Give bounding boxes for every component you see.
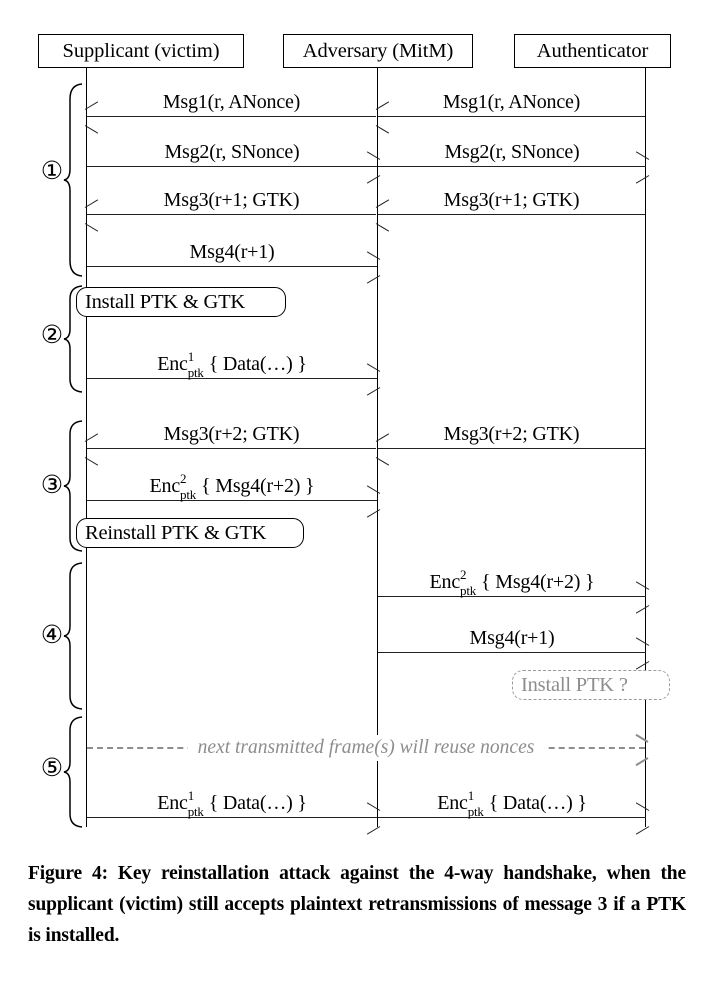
message-label: Msg3(r+1; GTK) [443, 189, 580, 211]
enc-base: Enc [437, 792, 468, 814]
enc-base: Enc [149, 475, 181, 497]
message-msg4r1-adversary-to-authenticator: Msg4(r+1) [378, 627, 646, 653]
figure-caption: Figure 4: Key reinstallation attack agai… [28, 863, 686, 946]
enc-body: { Data(…) } [208, 792, 307, 814]
message-label: Msg3(r+1; GTK) [163, 189, 300, 211]
message-msg1-adversary-to-supplicant: Msg1(r, ANonce) [87, 91, 376, 117]
step-number-3: ③ [40, 472, 64, 499]
step-number-4: ④ [40, 622, 64, 649]
note-install-ptk-question: Install PTK ? [512, 670, 670, 700]
message-label: Msg3(r+2; GTK) [443, 423, 580, 445]
enc-body: { Msg4(r+2) } [201, 475, 315, 497]
enc-body: { Data(…) } [208, 353, 307, 375]
enc-body: { Data(…) } [488, 792, 587, 814]
enc-superscript: 2 [460, 567, 467, 582]
actor-box-adversary: Adversary (MitM) [283, 34, 473, 68]
note-label: Install PTK ? [521, 674, 628, 696]
note-label: Install PTK & GTK [85, 291, 246, 313]
annotation-reuse-nonces: next transmitted frame(s) will reuse non… [87, 735, 645, 761]
note-reinstall-ptk-gtk: Reinstall PTK & GTK [76, 518, 304, 548]
note-label: Reinstall PTK & GTK [85, 522, 267, 544]
message-msg3r2-authenticator-to-adversary: Msg3(r+2; GTK) [378, 423, 645, 449]
step-brace-4 [63, 562, 83, 710]
step-brace-1 [63, 83, 83, 277]
message-msg1-authenticator-to-adversary: Msg1(r, ANonce) [378, 91, 645, 117]
message-msg2-adversary-to-authenticator: Msg2(r, SNonce) [378, 141, 646, 167]
message-label: Msg4(r+1) [469, 627, 555, 649]
enc-superscript: 1 [187, 349, 195, 364]
message-msg3-authenticator-to-adversary: Msg3(r+1; GTK) [378, 189, 645, 215]
enc-base: Enc [157, 353, 188, 375]
lifeline-supplicant [86, 68, 87, 827]
message-label: Msg1(r, ANonce) [442, 91, 581, 113]
message-msg2-supplicant-to-adversary: Msg2(r, SNonce) [87, 141, 377, 167]
actor-box-authenticator: Authenticator [514, 34, 671, 68]
annotation-label: next transmitted frame(s) will reuse non… [187, 735, 545, 761]
step-brace-2 [63, 285, 83, 393]
message-msg3r2-adversary-to-supplicant: Msg3(r+2; GTK) [87, 423, 376, 449]
enc-base: Enc [429, 571, 461, 593]
enc-superscript: 1 [467, 788, 475, 803]
step-brace-5 [63, 716, 83, 828]
enc-base: Enc [157, 792, 188, 814]
message-label: Msg2(r, SNonce) [164, 141, 300, 163]
enc-subscript: ptk [187, 365, 204, 380]
step-number-5: ⑤ [40, 755, 64, 782]
actor-box-supplicant: Supplicant (victim) [38, 34, 244, 68]
message-msg4-supplicant-to-adversary: Msg4(r+1) [87, 241, 377, 267]
message-label: Msg1(r, ANonce) [162, 91, 301, 113]
enc-subscript: ptk [187, 804, 204, 819]
step-brace-3 [63, 420, 83, 552]
enc-superscript: 2 [180, 471, 187, 486]
message-label: Msg2(r, SNonce) [444, 141, 580, 163]
message-label: Msg4(r+1) [189, 241, 275, 263]
step-number-2: ② [40, 322, 64, 349]
enc-body: { Msg4(r+2) } [481, 571, 595, 593]
enc-superscript: 1 [187, 788, 195, 803]
lifeline-authenticator [645, 68, 646, 827]
enc-subscript: ptk [467, 804, 484, 819]
lifeline-adversary [377, 68, 378, 827]
note-install-ptk-gtk: Install PTK & GTK [76, 287, 286, 317]
enc-subscript: ptk [180, 487, 197, 502]
message-label: Msg3(r+2; GTK) [163, 423, 300, 445]
message-msg3-adversary-to-supplicant: Msg3(r+1; GTK) [87, 189, 376, 215]
step-number-1: ① [40, 158, 64, 185]
enc-subscript: ptk [460, 583, 477, 598]
